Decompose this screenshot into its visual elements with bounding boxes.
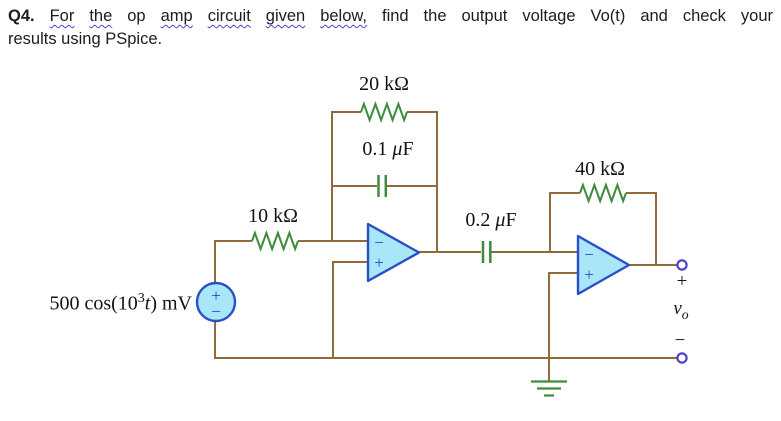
label-vo: vo [666,299,696,322]
resistor-40k-zigzag [579,182,627,204]
word-circuit: circuit [207,7,251,25]
vo-subscript: o [681,306,689,322]
opamp-1-triangle [366,222,421,283]
label-voltage-source: 500 cos(103t) mV [8,291,192,315]
c1-value: 0.1 [362,138,393,160]
c2-mu: μ [495,209,506,231]
c2-value: 0.2 [465,209,496,231]
source-label-suffix: ) mV [150,292,192,315]
output-terminals [676,259,688,364]
source-label-exponent: 3 [137,291,145,306]
resistor-20k-zigzag [360,101,408,123]
c2-unit: F [505,209,517,231]
question-line-1: Q4. For the op amp circuit given below, … [8,5,773,28]
label-capacitor-0.1uf: 0.1 μF [338,139,438,160]
word-the: the [89,7,113,25]
capacitors [377,175,492,263]
question-rest: find the output voltage Vo(t) and check … [381,7,773,25]
source-label-prefix: 500 cos(10 [49,292,138,315]
opamp-2-triangle [576,234,631,296]
opamp-2-inverting-sign: − [584,245,594,264]
label-resistor-20k: 20 kΩ [359,73,409,95]
output-terminal-negative [676,352,688,364]
opamp-2-noninverting-sign: + [584,265,594,284]
word-given: given [265,7,306,25]
source-plus-sign: + [211,286,221,305]
question-line-2: results using PSpice. [8,30,163,49]
c1-mu: μ [392,138,403,160]
word-below: below, [320,7,367,25]
wires [214,111,678,381]
source-label-t: t [144,292,151,315]
c1-unit: F [402,138,414,160]
resistor-10k-zigzag [251,230,299,252]
opamp-2: − + [576,234,631,296]
resistors [251,101,627,252]
output-terminal-positive [676,259,688,271]
word-amp: amp [160,7,193,25]
label-resistor-10k: 10 kΩ [248,205,298,227]
label-output-minus: − [674,330,686,351]
question-text: Q4. For the op amp circuit given below, … [8,5,773,51]
word-op: op [127,7,146,25]
label-output-plus: + [676,271,688,292]
source-minus-sign: − [211,302,221,321]
ground-symbol [531,380,567,397]
opamp-1-noninverting-sign: + [374,253,384,272]
label-capacitor-0.2uf: 0.2 μF [441,210,541,231]
word-for: For [49,7,75,25]
label-resistor-40k: 40 kΩ [575,158,625,180]
opamp-1: − + [366,222,421,283]
voltage-source-circle [195,281,237,323]
opamp-1-inverting-sign: − [374,233,384,252]
voltage-source: + − [195,281,237,323]
vo-v: v [673,298,682,319]
question-number: Q4. [8,7,35,25]
